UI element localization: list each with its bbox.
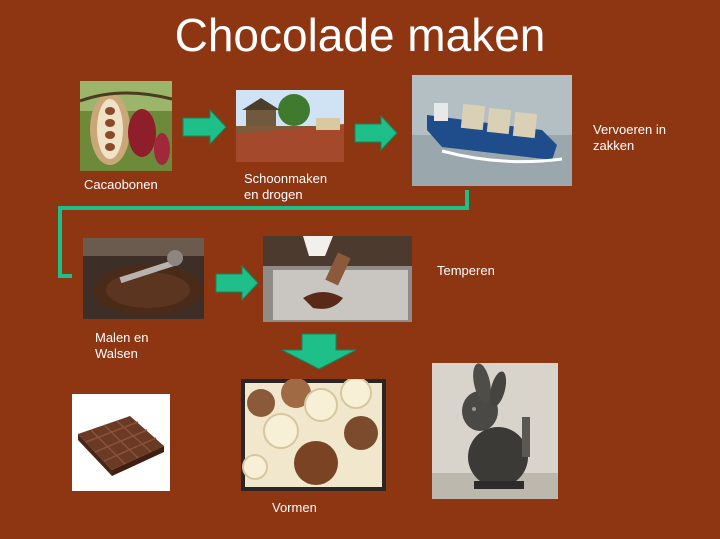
label-temperen: Temperen <box>437 263 495 278</box>
slide-title: Chocolade maken <box>174 9 546 61</box>
chocolate-bar-photo <box>72 394 170 491</box>
tempering-photo <box>263 236 412 322</box>
label-schoonmaken: Schoonmaken en drogen <box>244 171 328 202</box>
grinding-machine-photo <box>83 238 204 319</box>
cacao-pod-photo <box>80 81 172 171</box>
label-vormen: Vormen <box>272 500 317 515</box>
label-vervoeren: Vervoeren in zakken <box>593 122 666 153</box>
arrow-right-1 <box>182 108 227 146</box>
arrow-right-3 <box>215 264 259 302</box>
drying-beans-photo <box>236 90 344 162</box>
bunny-mold-photo <box>432 363 558 499</box>
molds-photo <box>241 379 386 491</box>
arrow-down <box>281 333 357 370</box>
arrow-right-2 <box>354 114 398 152</box>
label-malen: Malen en Walsen <box>95 330 149 361</box>
connector-line <box>58 190 469 278</box>
cargo-ship-photo <box>412 75 572 186</box>
label-cacaobonen: Cacaobonen <box>84 177 158 192</box>
